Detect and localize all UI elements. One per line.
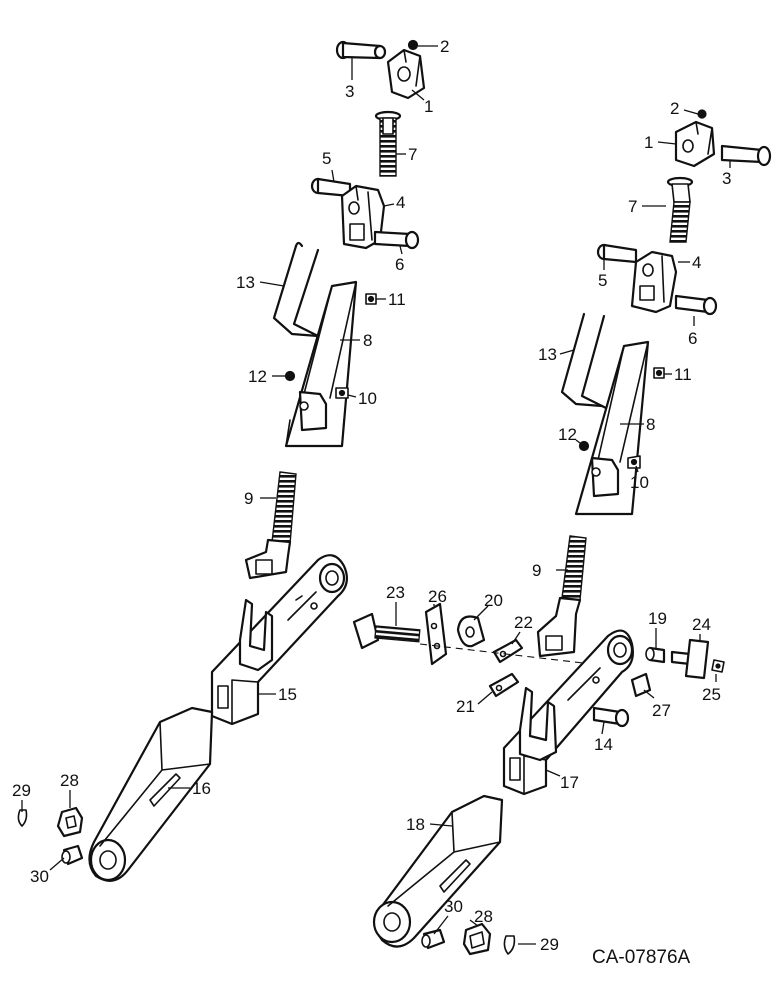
callout-right-24: 24 (692, 615, 711, 634)
right-part-17-upper-link-arm (502, 629, 634, 796)
right-part-25-fitting (711, 659, 725, 673)
callout-left-6: 6 (395, 255, 404, 274)
left-part-3-pin (335, 40, 387, 60)
callout-right-8: 8 (646, 415, 655, 434)
left-part-28-latch (56, 806, 84, 838)
left-part-12-plug (284, 370, 296, 382)
callout-right-18: 18 (406, 815, 425, 834)
left-part-30-bushing (61, 844, 84, 866)
right-part-29-clip (503, 935, 516, 955)
right-part-8-tube (574, 340, 650, 516)
callout-left-5: 5 (322, 149, 331, 168)
callout-right-7: 7 (628, 197, 637, 216)
leader-lines (21, 45, 731, 945)
callout-right-2: 2 (670, 99, 679, 118)
callout-right-1: 1 (644, 133, 653, 152)
left-part-13-retaining-wire (272, 241, 324, 340)
left-part-6-bolt (373, 230, 420, 250)
right-part-19-bushing (645, 646, 666, 664)
callout-right-27: 27 (652, 701, 671, 720)
callout-right-9: 9 (532, 561, 541, 580)
right-lift-link-assembly (352, 109, 772, 956)
right-part-20-bracket (456, 615, 486, 648)
right-part-30-bushing (421, 928, 446, 950)
callout-right-30: 30 (444, 897, 463, 916)
right-part-13-retaining-wire (560, 312, 608, 410)
callout-right-4: 4 (692, 253, 701, 272)
right-part-18-lower-link (372, 794, 504, 948)
callout-left-30: 30 (30, 867, 49, 886)
callout-right-17: 17 (560, 773, 579, 792)
right-part-22-tab (492, 638, 524, 664)
callout-left-11: 11 (388, 290, 406, 309)
callout-right-3: 3 (722, 169, 731, 188)
callout-right-21: 21 (456, 697, 475, 716)
callout-right-25: 25 (702, 685, 721, 704)
callout-right-28: 28 (474, 907, 493, 926)
callout-left-28: 28 (60, 771, 79, 790)
left-part-9-threaded-rod (244, 471, 297, 580)
left-part-11-fitting (365, 293, 377, 305)
left-part-15-upper-link-arm (210, 554, 349, 726)
callout-left-15: 15 (278, 685, 297, 704)
callout-left-29: 29 (12, 781, 31, 800)
right-part-9-threaded-rod (536, 535, 587, 658)
left-part-16-lower-link (88, 706, 214, 882)
right-part-10-fitting (627, 455, 641, 469)
left-part-5-pin (310, 177, 352, 198)
callout-left-7: 7 (408, 145, 417, 164)
callout-right-12: 12 (558, 425, 577, 444)
callout-right-19: 19 (648, 609, 667, 628)
right-part-23-adjuster-bolt (352, 612, 421, 650)
callout-left-13: 13 (236, 273, 255, 292)
left-part-4-clevis-yoke (340, 184, 386, 250)
callout-left-2: 2 (440, 37, 449, 56)
right-part-21-tab (488, 672, 520, 698)
diagram-reference-code: CA-07876A (592, 947, 691, 968)
callout-left-9: 9 (244, 489, 253, 508)
right-part-5-pin (596, 243, 638, 264)
left-part-1-block (386, 48, 426, 100)
callout-right-22: 22 (514, 613, 533, 632)
left-lift-link-assembly (17, 39, 426, 882)
right-part-2-grease-fitting (697, 109, 707, 119)
right-part-11-fitting (653, 367, 665, 379)
callout-right-13: 13 (538, 345, 557, 364)
callout-right-14: 14 (594, 735, 613, 754)
callout-left-1: 1 (424, 97, 433, 116)
right-part-28-latch (462, 922, 492, 956)
callout-right-20: 20 (484, 591, 503, 610)
callout-left-8: 8 (363, 331, 372, 350)
left-part-10-fitting (335, 387, 349, 399)
callout-left-10: 10 (358, 389, 377, 408)
callout-right-6: 6 (688, 329, 697, 348)
left-part-8-tube (284, 280, 358, 448)
right-part-7-threaded-stud (666, 176, 694, 243)
callout-left-4: 4 (396, 193, 405, 212)
right-part-14-bolt (592, 706, 630, 728)
callout-left-12: 12 (248, 367, 267, 386)
callout-labels: 2 3 1 7 5 4 6 13 11 8 12 10 9 15 16 29 2… (12, 37, 731, 954)
right-part-4-clevis-yoke (630, 250, 678, 314)
right-part-3-pin (720, 144, 772, 167)
left-part-29-clip (17, 809, 28, 827)
callout-left-3: 3 (345, 82, 354, 101)
callout-left-16: 16 (192, 779, 211, 798)
callout-right-29: 29 (540, 935, 559, 954)
right-part-24-pin (670, 638, 710, 680)
callout-right-11: 11 (674, 365, 692, 384)
callout-right-10: 10 (630, 473, 649, 492)
callout-right-26: 26 (428, 587, 447, 606)
left-part-7-threaded-stud (374, 110, 402, 177)
left-part-2-grease-fitting (407, 39, 419, 51)
callout-right-5: 5 (598, 271, 607, 290)
right-part-6-bolt (674, 294, 718, 316)
right-part-26-plate (424, 602, 448, 666)
callout-right-23: 23 (386, 583, 405, 602)
right-part-1-block (674, 120, 716, 168)
